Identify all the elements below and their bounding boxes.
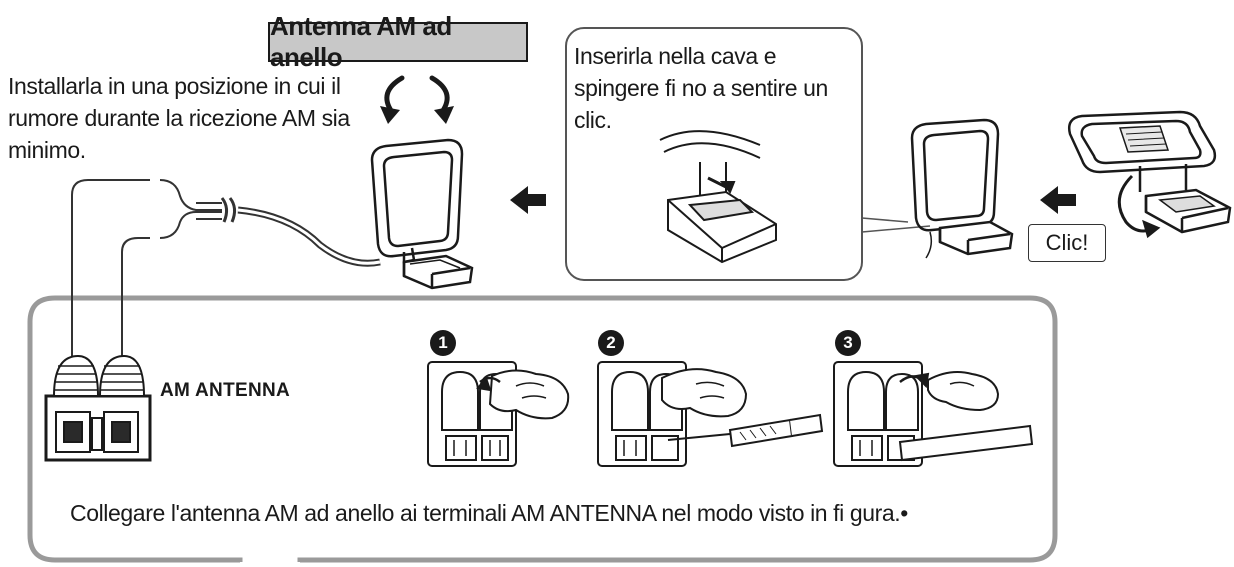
left-arrow-icon-1	[510, 186, 546, 214]
antenna-with-stand-icon	[1068, 110, 1232, 239]
step-2-illustration	[597, 361, 824, 467]
am-antenna-terminal	[44, 354, 152, 462]
step-3-illustration	[833, 361, 1034, 467]
insert-detail-box	[565, 27, 863, 281]
install-instructions: Installarla in una posizione in cui il r…	[8, 73, 350, 163]
stand-click-detail	[659, 130, 777, 264]
clic-callout: Clic!	[1028, 224, 1106, 262]
antenna-wires	[71, 179, 381, 450]
assembled-antenna-icon	[910, 118, 1014, 259]
rotate-arrows-icon	[384, 75, 450, 115]
insert-instructions: Inserirla nella cava e spingere fi no a …	[574, 43, 828, 133]
connect-instructions: Collegare l'antenna AM ad anello ai term…	[70, 500, 908, 526]
loop-antenna-icon	[370, 138, 474, 290]
terminal-panel-frame	[27, 295, 1058, 563]
section-title: Antenna AM ad anello	[268, 11, 528, 72]
left-arrow-icon-2	[1040, 186, 1076, 214]
step-1-illustration	[427, 361, 570, 467]
terminal-label: AM ANTENNA	[160, 380, 291, 401]
step-badge-3: 3	[835, 330, 861, 356]
step-badge-1: 1	[430, 330, 456, 356]
step-badge-2: 2	[598, 330, 624, 356]
